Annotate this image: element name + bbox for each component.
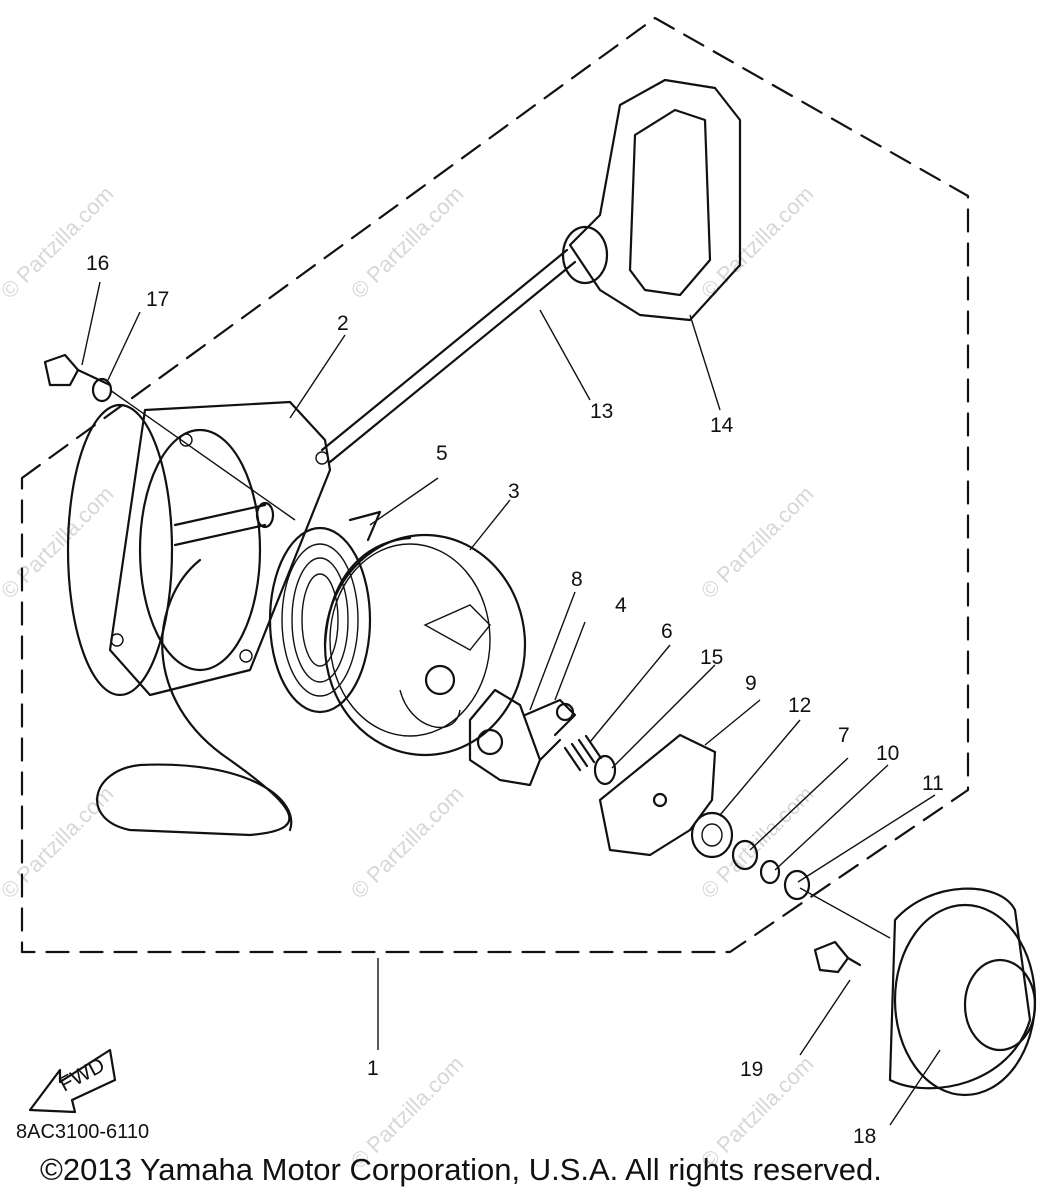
drive-pawl [468,688,542,787]
callout-18: 18 [853,1125,876,1148]
callout-9: 9 [745,672,757,695]
starter-rope [96,248,577,837]
callout-3: 3 [508,480,520,503]
washer-15 [593,754,617,786]
watermark: © Partzilla.com [696,781,819,904]
fwd-label: FWD [56,1054,109,1097]
callout-4: 4 [615,594,627,617]
spiral-spring [268,510,382,714]
copyright-notice: ©2013 Yamaha Motor Corporation, U.S.A. A… [40,1152,882,1187]
watermark: © Partzilla.com [346,781,469,904]
callout-17: 17 [146,288,169,311]
watermark: © Partzilla.com [696,181,819,304]
watermark: © Partzilla.com [346,181,469,304]
callout-1: 1 [367,1057,379,1080]
callout-2: 2 [337,312,349,335]
callouts: 1 2 3 4 5 6 7 8 9 10 11 12 13 14 15 16 1… [86,252,944,1148]
starter-housing [66,400,332,697]
callout-10: 10 [876,742,899,765]
washer-12 [690,811,734,859]
starter-handle [561,78,742,322]
friction-plate [598,733,717,857]
compression-spring [563,734,603,772]
callout-5: 5 [436,442,448,465]
callout-7: 7 [838,724,850,747]
watermark: © Partzilla.com [0,181,118,304]
assembly-boundary [20,16,970,954]
circlip-10 [759,859,781,885]
callout-15: 15 [700,646,723,669]
callout-6: 6 [661,620,673,643]
callout-19: 19 [740,1058,763,1081]
callout-16: 16 [86,252,109,275]
washer-7 [731,839,759,871]
pawl-spring [523,698,577,762]
callout-12: 12 [788,694,811,717]
nut-11 [783,869,811,901]
sheave-drum [323,533,527,757]
callout-13: 13 [590,400,613,423]
fwd-arrow-icon: FWD [28,1048,117,1114]
watermark-layer: © Partzilla.com © Partzilla.com © Partzi… [0,181,818,1174]
callout-8: 8 [571,568,583,591]
starter-pulley [888,887,1037,1097]
bolt-19 [813,940,862,974]
drawing-code: 8AC3100-6110 [16,1121,150,1143]
leader-lines [81,281,941,1126]
watermark: © Partzilla.com [696,481,819,604]
callout-11: 11 [922,772,944,795]
watermark: © Partzilla.com [0,781,118,904]
callout-14: 14 [710,414,734,437]
bolt-16 [43,353,112,387]
watermark: © Partzilla.com [0,481,118,604]
